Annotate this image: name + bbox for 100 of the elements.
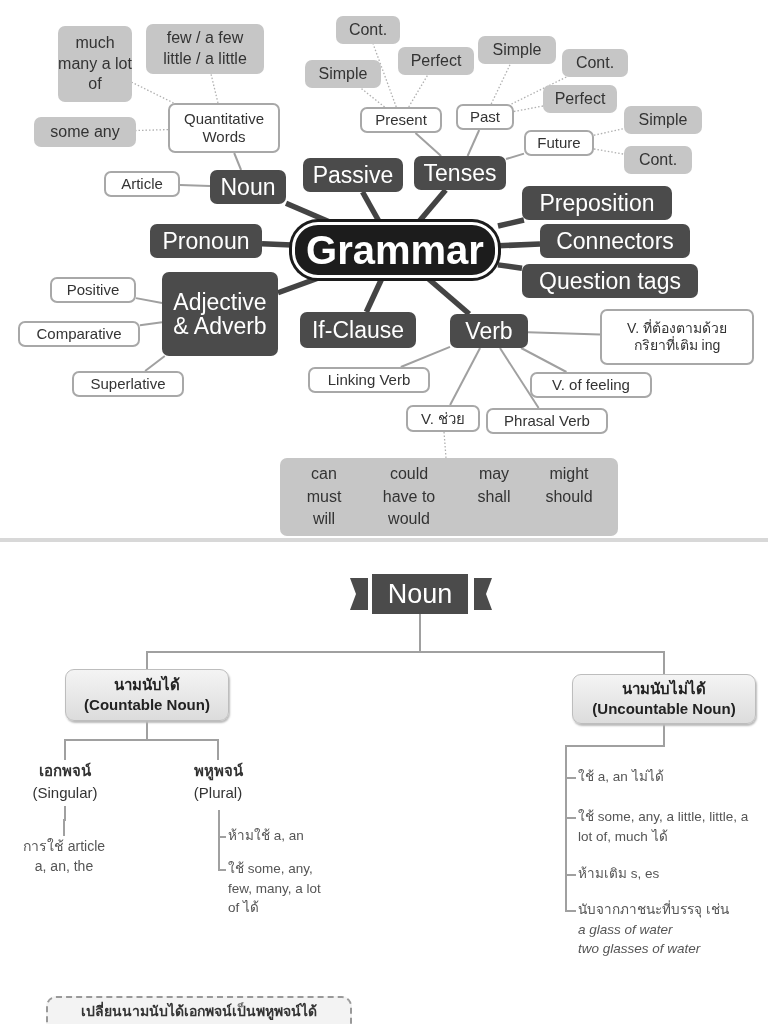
node-label: few / a few little / a little [162,28,248,69]
node-label: Grammar [306,227,484,273]
node-label: some any [50,121,120,142]
node-label: Perfect [554,88,606,109]
node-label: Cont. [638,149,678,170]
node-label: (Uncountable Noun) [592,699,736,719]
central-topic [292,222,498,278]
subtopic-box [406,405,480,432]
dotted-connector [135,128,169,132]
node-text: ใช้ a, an ไม่ได้ [578,768,664,786]
node-text: การใช้ article a, an, the [21,837,107,877]
topic-box [303,158,403,192]
node-label: V. of feeling [552,376,630,394]
dotted-connector [593,127,625,136]
node-label: If-Clause [311,317,404,343]
topic-box [450,314,528,348]
node-label: must [305,486,343,507]
node-label: V. ที่ต้องตามด้วย กริยาที่เติม ing [626,320,728,354]
topic-box [414,156,506,190]
connector-line [63,805,66,837]
category-box [572,674,756,724]
node-label: Cont. [575,52,615,73]
node-label: should [544,486,594,507]
node-label: Positive [66,281,120,299]
node-label: นามนับไม่ได้ [622,678,706,699]
dotted-connector [443,431,447,459]
node-label: Tenses [423,160,497,186]
node-label: Future [537,134,581,152]
connector-line [233,152,243,171]
dotted-connector [510,76,568,105]
node-text: เอกพจน์ [39,761,91,781]
node-label: Cont. [348,19,388,40]
subtopic-box [456,104,514,130]
topic-box [162,272,278,356]
example-box [478,36,556,64]
example-box [336,16,400,44]
node-text: นับจากภาชนะที่บรรจุ เช่น [578,900,729,920]
subtopic-box [168,103,280,153]
topic-box [522,264,698,298]
topic-box [210,170,286,204]
connector-line [449,347,482,406]
node-label: have to [381,486,437,507]
subtopic-box [104,171,180,197]
example-box [305,60,381,88]
node-label: เปลี่ยนนามนับได้เอกพจน์เป็นพหูพจน์ได้ [81,1000,317,1022]
connector-line [565,723,665,912]
node-label: Pronoun [162,228,250,254]
node-label: Adjective & Adverb [172,289,268,339]
subtopic-box [524,130,594,156]
note-text: (Plural) [193,782,243,803]
connector-line [527,331,601,336]
subtopic-box [600,309,754,365]
example-box [624,106,702,134]
node-label: Verb [465,318,513,344]
topic-box [300,312,416,348]
node-label: Noun [387,578,453,610]
node-label: would [387,509,431,530]
example-box [543,85,617,113]
node-label: Noun [220,174,276,200]
dotted-connector [360,87,386,108]
node-label: Question tags [539,268,681,294]
note-text: (Singular) [32,782,98,803]
subtopic-box [360,107,442,133]
node-text: พหูพจน์ [193,761,243,782]
node-label: Superlative [90,375,166,393]
connector-line [146,720,219,761]
dotted-connector [513,105,544,113]
example-box [146,24,264,74]
node-label: Connectors [556,228,674,254]
node-text: ห้ามใช้ a, an [228,827,304,845]
node-label: Simple [318,63,368,84]
node-label: can [310,463,338,484]
topic-box [150,224,262,258]
node-text: ห้ามเติม s, es [578,865,660,883]
banner-title [372,574,468,614]
node-label: Quantitative Words [182,110,265,146]
example-box [624,146,692,174]
node-label: might [548,463,590,484]
topic-box [522,186,672,220]
subtopic-box [530,372,652,398]
dotted-connector [372,43,397,108]
dotted-connector [490,63,511,105]
node-label: may [477,463,511,484]
node-label: Present [375,111,427,129]
connector-line [414,132,443,157]
note-text: two glasses of water [578,940,701,959]
node-label: Passive [312,162,394,188]
subtopic-box [18,321,140,347]
node-label: much many a lot of [58,32,132,95]
node-label: Comparative [36,325,122,343]
node-label: Simple [492,39,542,60]
example-box [398,47,474,75]
subtopic-box [486,408,608,434]
node-label: V. ช่วย [421,409,465,428]
node-label: Article [121,175,163,193]
subtopic-box [72,371,184,397]
example-box [562,49,628,77]
node-label: could [388,463,430,484]
node-label: Linking Verb [327,371,411,389]
node-text: ใช้ some, any, a little, little, a lot of, much ได้ [578,808,750,846]
